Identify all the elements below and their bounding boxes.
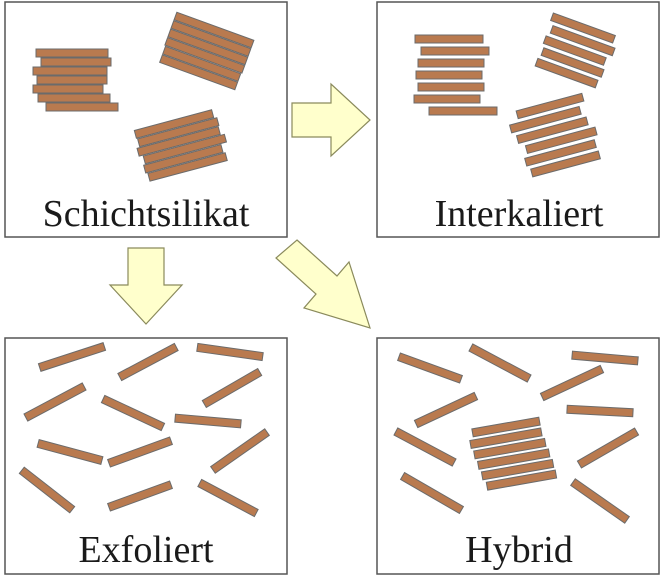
exfoliated-platelet [399,471,465,515]
intercalated-platelet [530,150,601,178]
exfoliated-platelet [196,342,264,362]
exfoliated-platelet [36,438,104,466]
clay-stack-platelet [147,152,228,182]
clay-stack-platelet [45,102,119,112]
intercalated-platelet [508,105,582,134]
clay-stack-platelet [32,66,108,76]
exfoliated-platelet [566,404,634,418]
exfoliated-platelet [23,382,87,422]
intercalated-platelet [540,47,605,78]
plates-hybrid [393,343,640,524]
intercalated-platelet [524,139,597,167]
arrow-diagonal [275,239,371,329]
intercalated-platelet [515,116,589,145]
intercalated-platelet [542,35,607,66]
label-schichtsilikat: Schichtsilikat [43,193,250,235]
exfoliated-platelet [100,394,166,432]
clay-stack-platelet [35,48,109,58]
exfoliated-platelet [209,428,271,474]
clay-stack-platelet [40,57,112,67]
panel-interkaliert: Interkaliert [376,1,660,238]
panel-hybrid: Hybrid [376,337,660,575]
arrow-right [291,82,371,158]
exfoliated-platelet [197,478,259,518]
clay-stack-platelet [173,11,255,49]
clay-stack-platelet [136,126,221,157]
exfoliated-platelet [569,478,631,524]
intercalated-platelet [549,12,617,44]
exfoliated-platelet [539,364,605,402]
intercalated-platelet [417,82,485,92]
panel-exfoliert: Exfoliert [4,337,288,575]
plates-interkaliert [413,12,617,178]
clay-stack-platelet [133,109,215,139]
hybrid-stack-platelet [469,427,543,449]
exfoliated-platelet [468,343,532,383]
exfoliated-platelet [571,350,639,366]
clay-stack-platelet [37,93,111,103]
hybrid-stack-platelet [476,448,551,470]
clay-stack-platelet [36,75,108,85]
hybrid-stack-platelet [480,458,555,481]
intercalated-platelet [428,106,498,116]
clay-stack-platelet [167,28,249,66]
intercalated-platelet [515,92,585,120]
clay-stack-platelet [170,20,252,57]
exfoliated-platelet [37,342,107,372]
exfoliated-platelet [106,480,174,512]
hybrid-stack-platelet [471,416,541,438]
label-interkaliert: Interkaliert [435,193,604,235]
hybrid-stack-platelet [485,469,558,491]
exfoliated-platelet [396,352,464,384]
exfoliated-platelet [174,413,242,429]
clay-stack-platelet [137,117,220,148]
exfoliated-platelet [413,391,479,429]
intercalated-platelet [524,126,598,155]
exfoliated-platelet [18,466,76,514]
arrow-down [108,247,184,325]
intercalated-platelet [414,34,484,44]
exfoliated-platelet [201,367,263,409]
exfoliated-platelet [106,436,174,468]
intercalated-platelet [415,70,483,80]
intercalated-platelet [420,46,490,56]
clay-stack-platelet [143,143,224,174]
label-hybrid: Hybrid [465,529,573,571]
hybrid-stack-platelet [473,437,547,460]
clay-stack-platelet [164,36,246,74]
exfoliated-platelet [393,427,457,467]
intercalated-platelet [413,94,481,104]
intercalated-platelet [534,57,599,89]
plates-exfoliert [18,342,271,518]
clay-stack-platelet [159,54,239,91]
intercalated-platelet [549,24,616,57]
label-exfoliert: Exfoliert [78,529,214,571]
panel-schichtsilikat: Schichtsilikat [4,1,288,238]
clay-stack-platelet [32,84,104,94]
intercalated-platelet [417,58,485,68]
clay-stack-platelet [162,45,242,82]
exfoliated-platelet [576,427,640,469]
clay-stack-platelet [142,133,228,165]
exfoliated-platelet [117,342,179,382]
plates-schichtsilikat [32,11,255,182]
